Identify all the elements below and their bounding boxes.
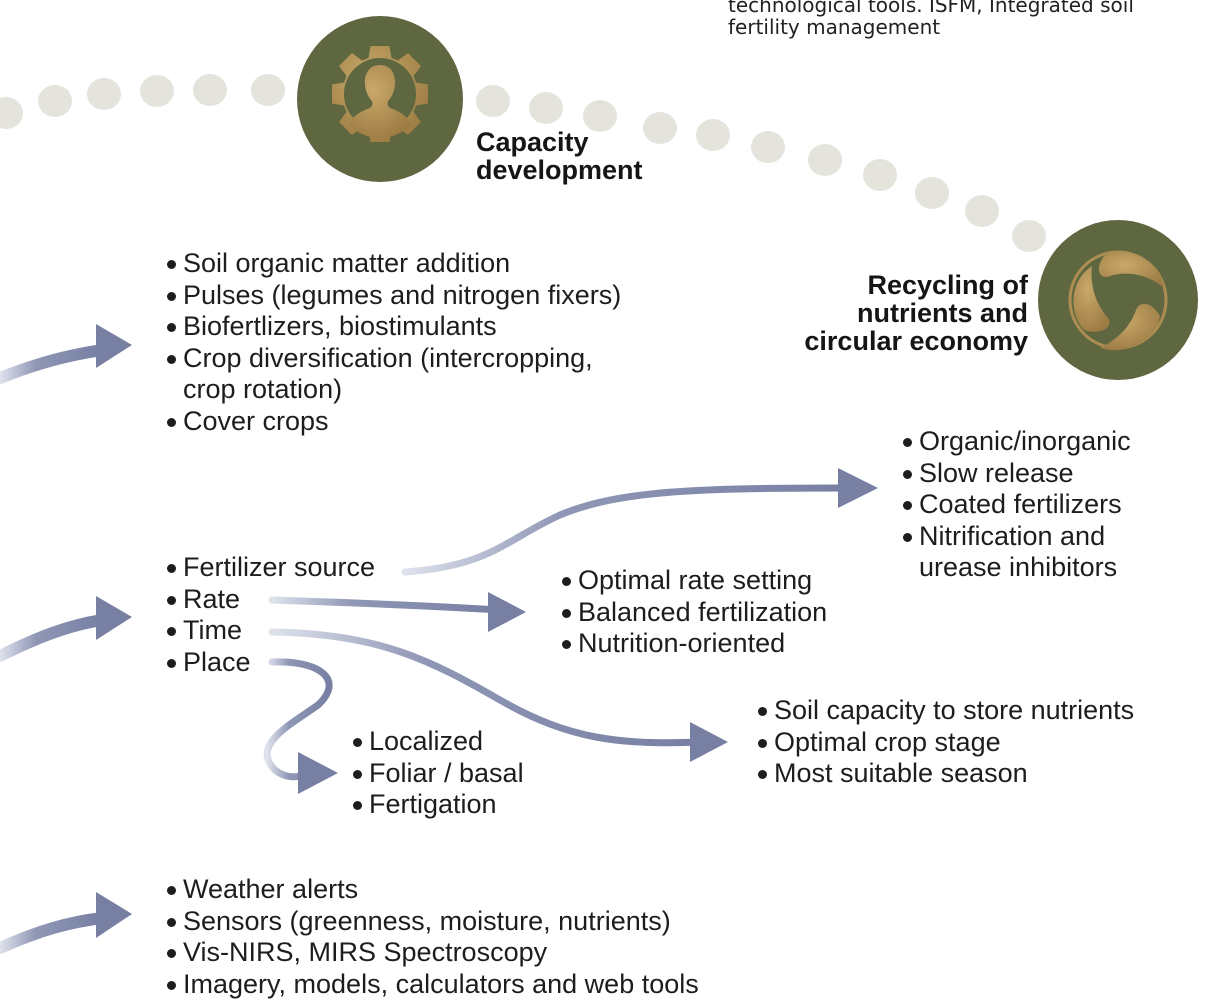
list-item: Time [166, 615, 375, 647]
list-item: Cover crops [166, 406, 621, 438]
list-item: Optimal rate setting [561, 565, 827, 597]
arrow-place [263, 658, 338, 794]
list-item: Weather alerts [166, 874, 699, 906]
list-item: Soil organic matter addition [166, 248, 621, 280]
rate-items-list: Optimal rate setting Balanced fertilizat… [561, 565, 827, 660]
arrow-time [268, 628, 728, 762]
figure-caption: technological tools. ISFM, Integrated so… [728, 0, 1208, 38]
list-item: Biofertlizers, biostimulants [166, 311, 621, 343]
caption-line-1: technological tools. ISFM, Integrated so… [728, 0, 1134, 17]
arrow-four-r [0, 596, 132, 662]
list-item: Nutrition-oriented [561, 628, 827, 660]
list-item: Sensors (greenness, moisture, nutrients) [166, 906, 699, 938]
capacity-badge [297, 16, 463, 182]
soil-organic-list: Soil organic matter addition Pulses (leg… [166, 248, 621, 437]
list-item: Pulses (legumes and nitrogen fixers) [166, 280, 621, 312]
time-items-list: Soil capacity to store nutrients Optimal… [757, 695, 1134, 790]
arrow-digital-tools [0, 892, 132, 954]
arrow-rate [268, 592, 526, 632]
leaf-cycle-icon [1068, 250, 1168, 351]
recycling-badge [1038, 220, 1198, 380]
list-item: Crop diversification (intercropping,crop… [166, 343, 621, 406]
capacity-heading-line-1: Capacity [476, 127, 589, 157]
list-item: Foliar / basal [352, 758, 524, 790]
list-item: Fertigation [352, 789, 524, 821]
list-item: Fertilizer source [166, 552, 375, 584]
list-item: Rate [166, 584, 375, 616]
list-item: Place [166, 647, 375, 679]
list-item: Optimal crop stage [757, 727, 1134, 759]
list-item: Soil capacity to store nutrients [757, 695, 1134, 727]
source-types-list: Organic/inorganic Slow release Coated fe… [902, 426, 1131, 584]
list-item: Slow release [902, 458, 1131, 490]
digital-tools-list: Weather alerts Sensors (greenness, moist… [166, 874, 699, 1000]
list-item: Organic/inorganic [902, 426, 1131, 458]
recycling-heading-line-1: Recycling of [867, 270, 1028, 300]
gear-person-icon [332, 46, 428, 142]
list-item: Most suitable season [757, 758, 1134, 790]
four-r-list: Fertilizer source Rate Time Place [166, 552, 375, 678]
list-item: Imagery, models, calculators and web too… [166, 969, 699, 1001]
recycling-heading: Recycling of nutrients and circular econ… [804, 271, 1028, 355]
recycling-heading-line-3: circular economy [804, 326, 1028, 356]
recycling-heading-line-2: nutrients and [856, 298, 1028, 328]
dotted-path [0, 74, 1046, 252]
list-item: Balanced fertilization [561, 597, 827, 629]
capacity-heading: Capacity development [476, 128, 643, 184]
caption-line-2: fertility management [728, 15, 941, 39]
list-item: Coated fertilizers [902, 489, 1131, 521]
list-item: Vis-NIRS, MIRS Spectroscopy [166, 937, 699, 969]
place-items-list: Localized Foliar / basal Fertigation [352, 726, 524, 821]
arrow-source [401, 468, 878, 576]
arrow-soil-organic [0, 324, 132, 384]
capacity-heading-line-2: development [476, 155, 643, 185]
list-item: Localized [352, 726, 524, 758]
